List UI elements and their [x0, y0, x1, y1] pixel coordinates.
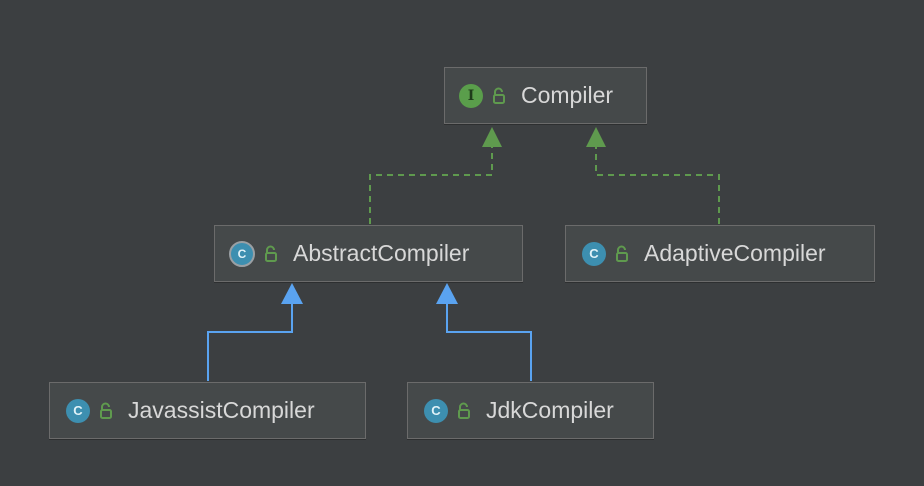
edge-adaptive-implements-compiler — [586, 127, 720, 224]
abstract-class-icon: C — [229, 240, 255, 267]
interface-icon: I — [459, 83, 483, 108]
implements-arrowhead — [482, 127, 502, 147]
class-name-label: AbstractCompiler — [293, 240, 470, 266]
class-name-label: JdkCompiler — [486, 397, 614, 423]
unlocked-public-icon — [100, 402, 112, 419]
class-node-abstract-compiler[interactable]: C AbstractCompiler — [214, 225, 523, 282]
unlocked-public-icon — [616, 245, 628, 262]
implements-arrowhead — [586, 127, 606, 147]
class-node-adaptive-compiler[interactable]: C AdaptiveCompiler — [565, 225, 875, 282]
class-node-compiler[interactable]: I Compiler — [444, 67, 647, 124]
edge-abstract-implements-compiler — [369, 127, 502, 224]
class-icon: C — [66, 398, 90, 423]
class-node-jdk-compiler[interactable]: C JdkCompiler — [407, 382, 654, 439]
class-name-label: Compiler — [521, 82, 614, 108]
class-name-label: JavassistCompiler — [128, 397, 315, 423]
class-icon: C — [582, 241, 606, 266]
class-node-javassist-compiler[interactable]: C JavassistCompiler — [49, 382, 366, 439]
unlocked-public-icon — [458, 402, 470, 419]
unlocked-public-icon — [265, 245, 277, 262]
class-icon: C — [424, 398, 448, 423]
extends-arrowhead — [281, 283, 303, 304]
extends-arrowhead — [436, 283, 458, 304]
edge-javassist-extends-abstract — [207, 283, 303, 381]
unlocked-public-icon — [493, 87, 505, 104]
class-name-label: AdaptiveCompiler — [644, 240, 826, 266]
edge-jdk-extends-abstract — [436, 283, 532, 381]
